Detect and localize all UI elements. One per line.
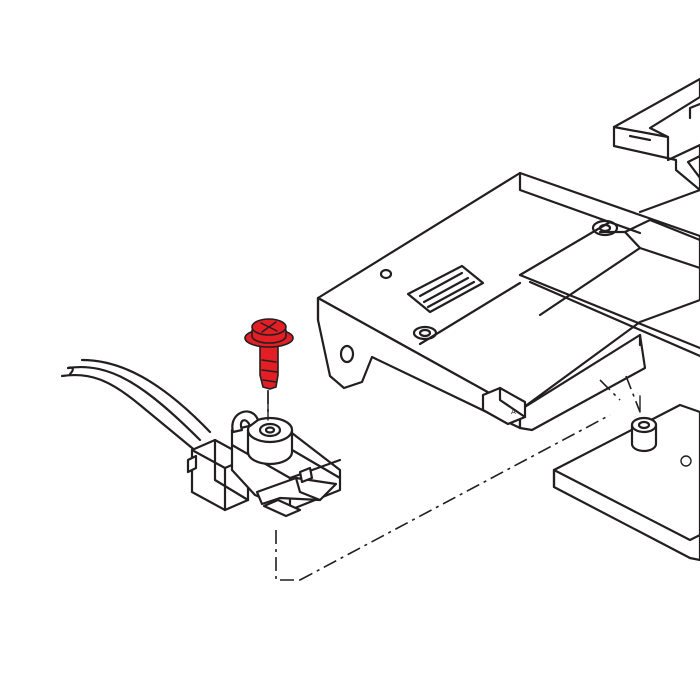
screw (244, 318, 294, 421)
sensor (186, 410, 342, 518)
standoff (630, 395, 658, 453)
bracket (612, 77, 700, 192)
base-plate (552, 403, 700, 562)
tray: A (316, 171, 700, 432)
tray-tab-label: A (511, 408, 516, 416)
cable (60, 358, 212, 459)
